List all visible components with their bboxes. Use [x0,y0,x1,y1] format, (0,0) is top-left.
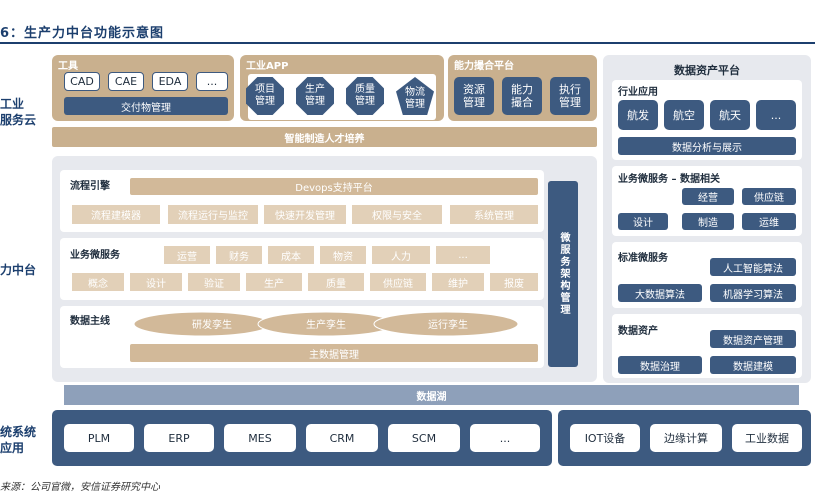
sys-plm: PLM [64,424,134,452]
twin-ellipse-run [373,311,519,337]
sys-iot: IOT设备 [570,424,640,452]
app-quality-mgmt: 质量管理 [346,77,384,115]
cap-resource-mgmt: 资源管理 [454,77,494,115]
bm-ops: 运营 [164,246,210,264]
data-lake-bar: 数据湖 [64,385,799,405]
pe-monitor: 流程运行与监控 [168,205,258,224]
sys-more: ... [470,424,540,452]
data-bus-panel: 数据主线 研发孪生 生产孪生 运行孪生 主数据管理 [60,306,544,368]
microservice-arch-mgmt: 微服务架构管理 [548,181,578,367]
tool-cae: CAE [108,72,144,91]
biz-data-ops: 运维 [742,213,796,230]
bm-maintenance: 维护 [432,273,484,291]
microservice-arch-label: 微服务架构管理 [558,232,569,316]
figure-title: 6：生产力中台功能示意图 [0,26,165,41]
bm-finance: 财务 [216,246,262,264]
industry-aviation: 航空 [664,100,704,130]
data-bus-title: 数据主线 [70,316,110,327]
tools-panel: 工具 CAD CAE EDA ... 交付物管理 [52,55,234,121]
data-modeling: 数据建模 [710,356,796,374]
twin-prod-label: 生产孪生 [306,320,346,331]
sys-crm: CRM [306,424,378,452]
biz-data-supply-chain: 供应链 [742,188,796,205]
bm-concept: 概念 [72,273,124,291]
data-analysis-display: 数据分析与展示 [618,137,796,155]
iot-systems-panel: IOT设备 边缘计算 工业数据 [558,410,811,466]
data-governance: 数据治理 [618,356,702,374]
capability-panel: 能力撮合平台 资源管理 能力撮合 执行管理 [448,55,597,121]
side-label-midplatform: 力中台 [0,263,37,277]
bm-verify: 验证 [188,273,240,291]
industry-aeroengine: 航发 [618,100,658,130]
tool-more: ... [196,72,228,91]
twin-ellipses [133,311,519,337]
business-micro-panel: 业务微服务 运营 财务 成本 物资 人力 ... 概念 设计 验证 生产 质量 … [60,238,544,300]
twin-rd-label: 研发孪生 [192,320,232,331]
algo-ml: 机器学习算法 [710,284,796,302]
bm-design: 设计 [130,273,182,291]
tool-eda: EDA [152,72,188,91]
biz-data-manufacture: 制造 [682,213,734,230]
biz-data-title: 业务微服务 – 数据相关 [618,174,720,185]
data-assets-panel: 数据资产 数据资产管理 数据治理 数据建模 [612,314,802,378]
deliverable-mgmt: 交付物管理 [64,97,228,115]
side-label-legacy: 统系统 应用 [0,425,37,455]
legacy-systems-panel: PLM ERP MES CRM SCM ... [52,410,552,466]
standard-micro-title: 标准微服务 [618,253,668,264]
data-asset-mgmt: 数据资产管理 [710,330,796,348]
bm-supply-chain: 供应链 [370,273,426,291]
pe-sys-mgmt: 系统管理 [450,205,538,224]
industry-aerospace: 航天 [710,100,750,130]
biz-data-design: 设计 [618,213,668,230]
data-assets-title: 数据资产 [618,326,658,337]
bm-cost: 成本 [268,246,314,264]
pe-security: 权限与安全 [352,205,442,224]
pe-modeler: 流程建模器 [72,205,160,224]
data-asset-title: 数据资产平台 [674,64,740,77]
cap-exec-mgmt: 执行管理 [550,77,590,115]
process-engine-title: 流程引擎 [70,181,110,192]
industry-apps-title: 行业应用 [618,87,658,98]
industrial-app-panel: 工业APP 项目管理 生产管理 质量管理 物流管理 [240,55,444,121]
industrial-app-header: 工业APP [246,61,289,72]
sys-industrial-data: 工业数据 [732,424,802,452]
talent-training-bar: 智能制造人才培养 [52,127,597,147]
industry-more: ... [756,100,796,130]
sys-edge: 边缘计算 [650,424,722,452]
sys-mes: MES [224,424,296,452]
cap-ability-match: 能力撮合 [502,77,542,115]
title-bar [0,0,815,44]
bm-scrap: 报废 [490,273,538,291]
algo-ai: 人工智能算法 [710,258,796,276]
source-note: 来源：公司官微，安信证券研究中心 [0,482,160,493]
industry-apps-panel: 行业应用 航发 航空 航天 ... 数据分析与展示 [612,80,802,160]
devops-bar: Devops支持平台 [130,178,538,195]
bm-production: 生产 [246,273,302,291]
bm-hr: 人力 [372,246,430,264]
process-engine-panel: 流程引擎 Devops支持平台 流程建模器 流程运行与监控 快速开发管理 权限与… [60,170,544,232]
bm-more: ... [436,246,490,264]
biz-data-panel: 业务微服务 – 数据相关 经营 供应链 设计 制造 运维 [612,166,802,236]
sys-scm: SCM [388,424,460,452]
app-project-mgmt: 项目管理 [246,77,284,115]
algo-bigdata: 大数据算法 [618,284,702,302]
tools-header: 工具 [58,61,78,72]
bm-material: 物资 [320,246,366,264]
app-production-mgmt: 生产管理 [296,77,334,115]
business-micro-title: 业务微服务 [70,250,120,261]
sys-erp: ERP [144,424,214,452]
twin-run-label: 运行孪生 [428,320,468,331]
bm-quality: 质量 [308,273,364,291]
standard-micro-panel: 标准微服务 人工智能算法 大数据算法 机器学习算法 [612,242,802,308]
tool-cad: CAD [64,72,100,91]
capability-header: 能力撮合平台 [454,61,514,72]
side-label-cloud: 工业 服务云 [0,97,37,127]
master-data-mgmt: 主数据管理 [130,344,538,362]
pe-rapid-dev: 快速开发管理 [264,205,346,224]
biz-data-management: 经营 [682,188,734,205]
